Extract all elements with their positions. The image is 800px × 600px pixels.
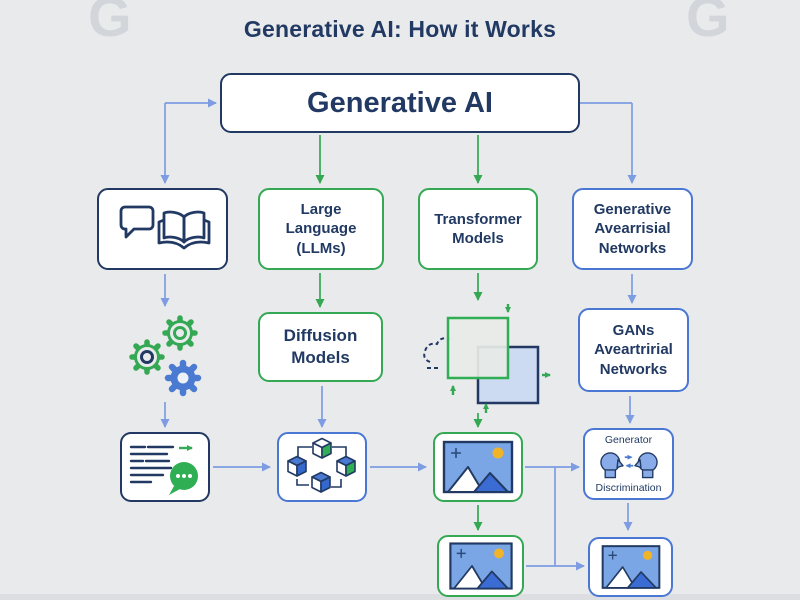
node-transformer-label: Transformer Models xyxy=(434,210,522,248)
gears-icon xyxy=(129,315,202,397)
node-transformer-models: Transformer Models xyxy=(418,188,538,270)
node-image-output-2 xyxy=(437,535,524,597)
generator-label: Generator xyxy=(604,434,653,446)
document-chat-icon xyxy=(129,445,198,495)
node-generator-discriminator: Generator Discrimination xyxy=(583,428,674,500)
node-gans-networks: GANs Aveartririal Networks xyxy=(578,308,689,392)
transformer-squares-icon xyxy=(423,304,551,413)
google-g-watermark-right: G xyxy=(686,0,730,48)
node-gans-label: GANs Aveartririal Networks xyxy=(594,321,673,378)
node-diffusion-models: Diffusion Models xyxy=(258,312,383,382)
node-generative-adversarial-networks: Generative Avearrisial Networks xyxy=(572,188,693,270)
faces-exchange-icon xyxy=(599,452,658,479)
node-llm-label: Large Language (LLMs) xyxy=(285,200,357,257)
node-image-output-1 xyxy=(433,432,523,502)
node-neural-network xyxy=(277,432,367,502)
node-large-language-models: Large Language (LLMs) xyxy=(258,188,384,270)
node-input-data xyxy=(97,188,228,270)
chat-book-icon xyxy=(119,205,210,250)
node-image-output-3 xyxy=(588,537,673,597)
node-gan-label: Generative Avearrisial Networks xyxy=(593,200,672,257)
node-text-output xyxy=(120,432,210,502)
bottom-shadow-strip xyxy=(0,594,800,600)
node-diffusion-label: Diffusion Models xyxy=(283,325,358,367)
google-g-watermark-left: G xyxy=(88,0,132,48)
picture-icon xyxy=(448,542,513,590)
picture-icon xyxy=(442,440,514,494)
node-generative-ai: Generative AI xyxy=(220,73,580,133)
picture-icon xyxy=(601,545,660,589)
discriminator-label: Discrimination xyxy=(595,482,662,494)
page-title: Generative AI: How it Works xyxy=(243,16,557,42)
node-generative-ai-label: Generative AI xyxy=(307,86,493,119)
network-cubes-icon xyxy=(287,437,356,493)
